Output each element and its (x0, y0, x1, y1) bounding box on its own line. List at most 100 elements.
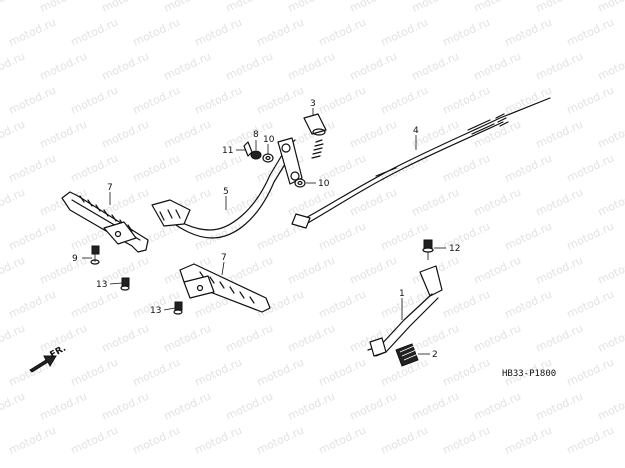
washer-10b (294, 178, 306, 188)
watermark-text: motod.ru (100, 118, 151, 151)
watermark-text: motod.ru (503, 152, 554, 185)
watermark-text: motod.ru (441, 152, 492, 185)
watermark-text: motod.ru (317, 356, 368, 389)
watermark-text: motod.ru (472, 50, 523, 83)
watermark-text: motod.ru (100, 322, 151, 355)
watermark-text: motod.ru (38, 50, 89, 83)
watermark-text: motod.ru (7, 220, 58, 253)
watermark-text: motod.ru (596, 390, 625, 423)
watermark-text: motod.ru (131, 84, 182, 117)
watermark-text: motod.ru (596, 322, 625, 355)
watermark-text: motod.ru (379, 84, 430, 117)
watermark-text: motod.ru (348, 118, 399, 151)
watermark-text: motod.ru (162, 390, 213, 423)
callout-12: 12 (449, 244, 460, 254)
watermark-text: motod.ru (193, 84, 244, 117)
bolt-12 (422, 239, 434, 260)
washer-10a (262, 153, 274, 163)
watermark-text: motod.ru (255, 424, 306, 457)
watermark-text: motod.ru (472, 390, 523, 423)
watermark-text: motod.ru (565, 424, 616, 457)
watermark-text: motod.ru (162, 118, 213, 151)
pedal-rubber-2 (395, 343, 419, 367)
callout-10a: 10 (263, 135, 275, 145)
watermark-text: motod.ru (503, 16, 554, 49)
watermark-text: motod.ru (7, 84, 58, 117)
watermark-text: motod.ru (69, 424, 120, 457)
callout-2: 2 (432, 350, 438, 360)
callout-8: 8 (253, 130, 259, 140)
watermark-text: motod.ru (131, 16, 182, 49)
watermark-text: motod.ru (131, 152, 182, 185)
watermark-text: motod.ru (193, 16, 244, 49)
watermark-text: motod.ru (472, 186, 523, 219)
watermark-text: motod.ru (69, 16, 120, 49)
watermark-text: motod.ru (0, 118, 27, 151)
washer-8 (250, 150, 262, 160)
callout-13b: 13 (150, 306, 161, 316)
bolt-13a (120, 277, 130, 291)
watermark-text: motod.ru (565, 16, 616, 49)
watermark-text: motod.ru (0, 0, 27, 15)
callout-13a: 13 (96, 280, 107, 290)
watermark-text: motod.ru (410, 186, 461, 219)
watermark-text: motod.ru (69, 84, 120, 117)
watermark-text: motod.ru (534, 254, 585, 287)
watermark-text: motod.ru (565, 288, 616, 321)
callout-10b: 10 (318, 179, 330, 189)
watermark-text: motod.ru (7, 424, 58, 457)
watermark-text: motod.ru (255, 84, 306, 117)
watermark-text: motod.ru (69, 152, 120, 185)
brake-cable (291, 97, 551, 229)
bolt-13b (173, 301, 183, 315)
watermark-text: motod.ru (100, 50, 151, 83)
watermark-text: motod.ru (534, 0, 585, 15)
callout-5: 5 (223, 187, 229, 197)
diagram-code: HB33-P1800 (502, 369, 556, 379)
watermark-text: motod.ru (534, 322, 585, 355)
watermark-text: motod.ru (286, 186, 337, 219)
bolt-9 (90, 245, 100, 265)
watermark-text: motod.ru (596, 0, 625, 15)
watermark-text: motod.ru (286, 50, 337, 83)
watermark-text: motod.ru (100, 0, 151, 15)
callout-labels: 7 5 7 9 13 13 11 8 10 10 3 4 12 1 2 (72, 99, 460, 360)
watermark-text: motod.ru (7, 288, 58, 321)
watermark-text: motod.ru (596, 50, 625, 83)
watermark-text: motod.ru (317, 288, 368, 321)
watermark-text: motod.ru (410, 50, 461, 83)
watermark-text: motod.ru (193, 424, 244, 457)
watermark-text: motod.ru (565, 84, 616, 117)
watermark-text: motod.ru (224, 322, 275, 355)
watermark-text: motod.ru (38, 0, 89, 15)
spring (311, 139, 324, 159)
watermark-text: motod.ru (38, 118, 89, 151)
watermark-text: motod.ru (534, 50, 585, 83)
callout-7b: 7 (221, 253, 227, 263)
watermark-text: motod.ru (441, 84, 492, 117)
watermark-text: motod.ru (100, 390, 151, 423)
watermark-text: motod.ru (286, 254, 337, 287)
watermark-text: motod.ru (162, 0, 213, 15)
watermark-text: motod.ru (317, 16, 368, 49)
watermark-text: motod.ru (69, 288, 120, 321)
watermark-text: motod.ru (441, 424, 492, 457)
watermark-text: motod.ru (348, 186, 399, 219)
watermark-text: motod.ru (286, 0, 337, 15)
watermark-text: motod.ru (503, 424, 554, 457)
watermark-text: motod.ru (224, 390, 275, 423)
watermark-text: motod.ru (472, 254, 523, 287)
watermark-text: motod.ru (596, 254, 625, 287)
watermark-text: motod.ru (565, 152, 616, 185)
brake-arm-plate (277, 137, 303, 185)
watermark-text: motod.ru (379, 220, 430, 253)
watermark-text: motod.ru (224, 0, 275, 15)
watermark-text: motod.ru (131, 424, 182, 457)
watermark-text: motod.ru (0, 50, 27, 83)
watermark-text: motod.ru (286, 322, 337, 355)
watermark-text: motod.ru (410, 0, 461, 15)
watermark-text: motod.ru (131, 356, 182, 389)
watermark-text: motod.ru (317, 424, 368, 457)
